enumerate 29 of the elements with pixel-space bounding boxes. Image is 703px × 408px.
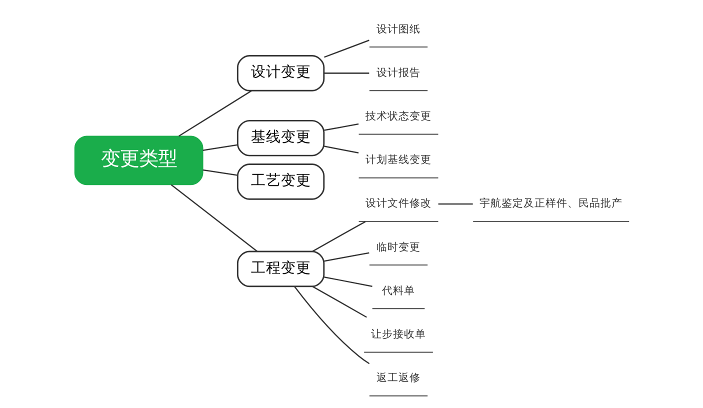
connector	[324, 276, 372, 287]
connector	[312, 221, 366, 252]
connector	[324, 123, 358, 131]
node-text: 设计报告	[376, 66, 420, 79]
node-text: 返工返修	[376, 371, 420, 384]
connector	[323, 40, 369, 58]
connector	[324, 72, 369, 74]
connector	[324, 146, 358, 154]
node-text: 代料单	[382, 284, 415, 297]
node-box: 基线变更	[236, 120, 324, 156]
node-text: 计划基线变更	[365, 153, 432, 166]
connector	[294, 286, 370, 364]
connector	[438, 203, 472, 205]
node-box: 工程变更	[236, 250, 324, 288]
node-text: 宇航鉴定及正样件、民品批产	[479, 196, 622, 210]
node-text: 让步接收单	[370, 328, 426, 341]
connector	[178, 90, 252, 137]
node-box: 变更类型	[74, 136, 203, 186]
connector	[170, 184, 258, 252]
node-box: 设计变更	[236, 55, 324, 92]
connector	[324, 252, 369, 262]
connector	[202, 169, 238, 176]
node-text: 临时变更	[376, 240, 420, 254]
connector	[202, 144, 238, 151]
node-text: 设计文件修改	[365, 196, 432, 210]
node-text: 技术状态变更	[365, 110, 432, 123]
connector	[312, 286, 366, 318]
node-text: 设计图纸	[376, 22, 420, 36]
node-box: 工艺变更	[236, 164, 324, 200]
